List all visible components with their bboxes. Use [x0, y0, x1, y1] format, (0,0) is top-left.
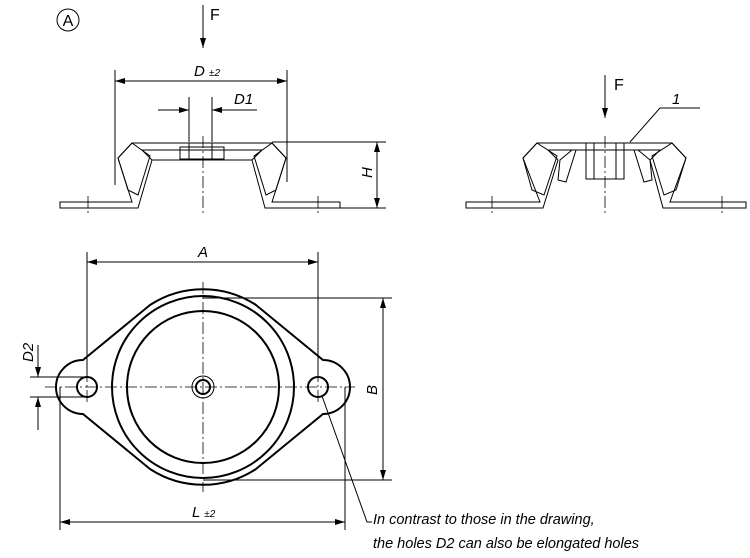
svg-text:A: A — [63, 13, 74, 30]
svg-text:D ±2: D ±2 — [194, 63, 221, 80]
note-leader — [321, 395, 372, 523]
svg-text:A: A — [197, 244, 208, 261]
force-label: F — [614, 77, 624, 94]
section-view-left: F D ±2 D1 H — [59, 5, 386, 216]
note: In contrast to those in the drawing, the… — [373, 512, 639, 552]
force-label: F — [210, 7, 220, 24]
dimension-d1: D1 — [234, 91, 253, 108]
dimension-d2: D2 — [20, 342, 37, 362]
callout-label: 1 — [672, 91, 680, 108]
section-view-right: F 1 — [465, 75, 747, 216]
svg-text:H: H — [359, 167, 376, 178]
svg-text:the holes D2 can also be elong: the holes D2 can also be elongated holes — [373, 536, 639, 552]
plan-view: A B D2 L ±2 — [20, 244, 392, 530]
svg-text:In contrast to those in the dr: In contrast to those in the drawing, — [373, 512, 595, 528]
view-label: A — [56, 8, 80, 32]
svg-text:B: B — [364, 385, 381, 395]
svg-text:L ±2: L ±2 — [192, 504, 216, 521]
callout-leader — [629, 107, 700, 143]
